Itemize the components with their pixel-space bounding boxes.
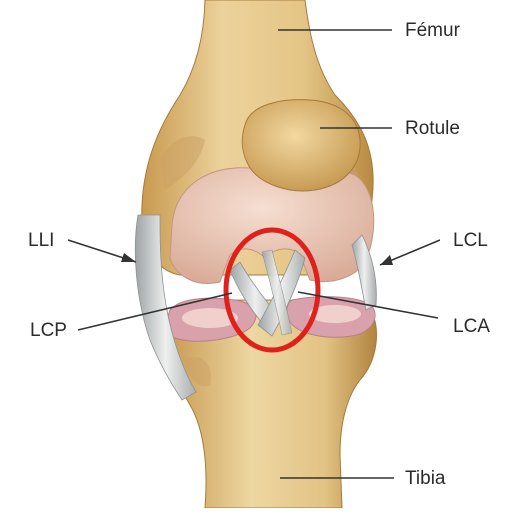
lca-label: LCA bbox=[440, 308, 503, 345]
tibia-label: Tibia bbox=[405, 469, 445, 488]
lli-arrowhead bbox=[121, 253, 136, 262]
rotule-label: Rotule bbox=[405, 119, 460, 138]
lcl-label: LCL bbox=[440, 222, 501, 259]
patella bbox=[242, 100, 360, 191]
femur-label: Fémur bbox=[405, 21, 460, 40]
lli-label: LLI bbox=[28, 231, 54, 250]
lcl-arrowhead bbox=[380, 255, 393, 265]
lcp-label: LCP bbox=[30, 321, 67, 340]
